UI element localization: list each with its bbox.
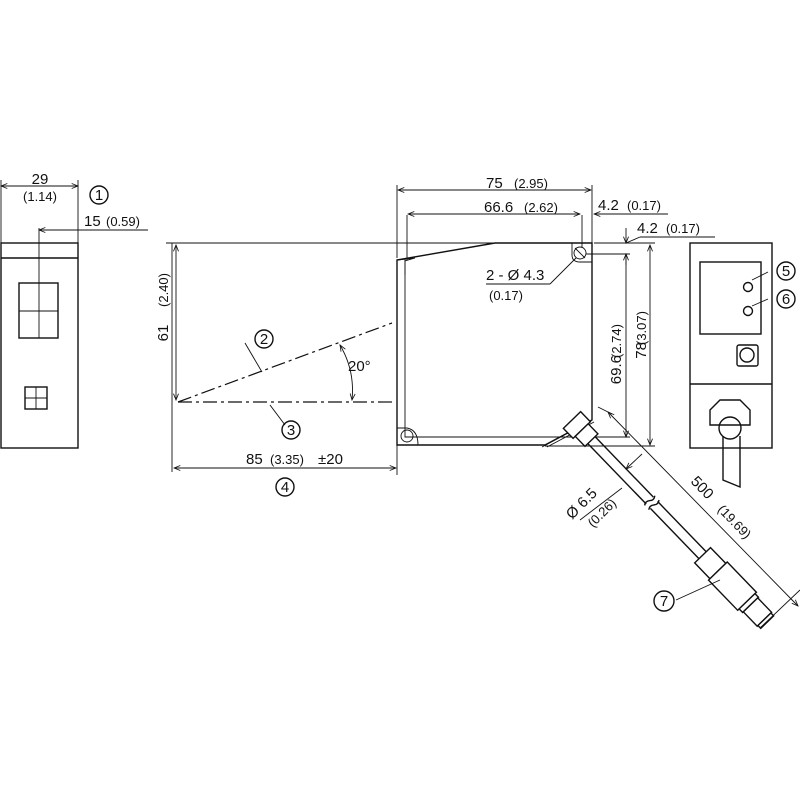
dim-sensing-tol: ±20: [318, 451, 343, 468]
dim-angle: 20°: [348, 358, 371, 375]
callout-5: 5: [776, 261, 796, 281]
dim-holes-x-mm: 66.6: [484, 199, 513, 216]
cable-gland: [709, 399, 751, 426]
callout-4: 4: [275, 477, 295, 497]
dim-sensing-in: (3.35): [270, 452, 304, 467]
adjust-button: [739, 347, 755, 363]
callout-7: 7: [653, 590, 675, 612]
led-indicator-6: [742, 305, 754, 317]
adjust-button-frame: [736, 344, 759, 367]
rear-view-right: [689, 242, 773, 489]
sensor-housing-front: [396, 185, 715, 448]
cable-stub: [722, 436, 741, 489]
dim-cable-length-in: (19.69): [715, 502, 754, 542]
dim-length-in: (2.95): [514, 176, 548, 191]
dim-holes-in: (0.17): [489, 288, 523, 303]
dim-holes-mm: 2 - Ø 4.3: [486, 267, 544, 284]
dim-height-in: (3.07): [634, 311, 649, 345]
optics-window: [18, 282, 59, 339]
callout-6: 6: [776, 289, 796, 309]
callout-2-label: 2: [260, 331, 268, 348]
side-view-left: [1, 180, 148, 449]
mounting-hole-top: [573, 246, 587, 260]
dim-axis-in: (0.59): [106, 214, 140, 229]
dim-height-mm: 78: [633, 342, 650, 359]
dim-holes-y-mm: 69.6: [608, 355, 625, 384]
led-indicator-5: [742, 281, 754, 293]
dim-offset-y-mm: 4.2: [637, 220, 658, 237]
mounting-hole-bottom: [400, 429, 414, 443]
callout-1: 1: [89, 185, 109, 205]
callout-3-label: 3: [287, 422, 295, 439]
dim-cable-length-mm: 500: [687, 473, 717, 503]
dim-width-in: (1.14): [23, 189, 57, 204]
indicator-panel: [699, 261, 762, 335]
dim-offset-x-in: (0.17): [627, 198, 661, 213]
dim-width-mm: 29: [32, 171, 49, 188]
dim-axis-mm: 15: [84, 213, 101, 230]
dim-height-left-mm: 61: [155, 325, 172, 342]
cable-dimensions: [579, 406, 800, 629]
dim-offset-x-mm: 4.2: [598, 197, 619, 214]
callout-1-label: 1: [95, 187, 103, 204]
callout-2: 2: [254, 329, 274, 349]
dim-offset-y-in: (0.17): [666, 221, 700, 236]
angled-beam-line: [177, 322, 393, 403]
callout-3: 3: [281, 420, 301, 440]
dim-sensing-mm: 85: [246, 451, 263, 468]
dim-holes-y-in: (2.74): [609, 324, 624, 358]
callout-7-label: 7: [660, 593, 668, 610]
callout-6-label: 6: [782, 291, 790, 308]
dim-holes-x-in: (2.62): [524, 200, 558, 215]
callout-5-label: 5: [782, 263, 790, 280]
callout-4-label: 4: [281, 479, 289, 496]
dim-height-left-in: (2.40): [156, 273, 171, 307]
dim-length-mm: 75: [486, 175, 503, 192]
